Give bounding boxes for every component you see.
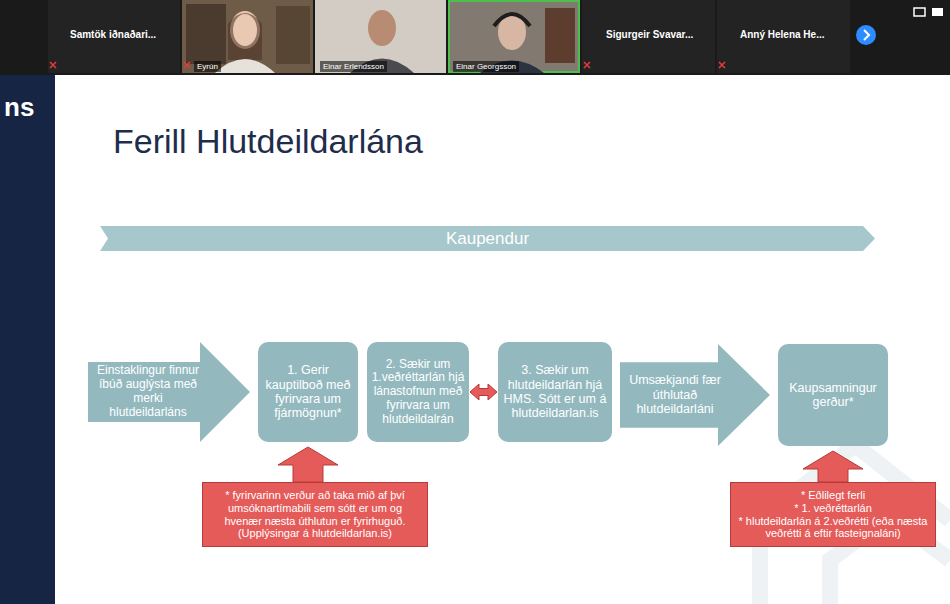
muted-icon — [584, 62, 590, 68]
slide-ground — [55, 75, 950, 604]
slide-title: Ferill Hlutdeildarlána — [113, 122, 423, 161]
text-area: * Eðlilegt ferli* 1. veðréttarlán* hlutd… — [736, 483, 930, 546]
connector-arrow — [278, 447, 338, 482]
text-area: * fyrirvarinn verður að taka mið af því … — [208, 483, 422, 546]
participant-name: Anný Helena He... — [740, 29, 824, 40]
text-area: Einstaklingur finnur íbúð auglýsta með m… — [94, 342, 202, 442]
arrow-outline — [620, 344, 770, 446]
participant-name: Einar Georgsson — [453, 61, 519, 72]
start-arrow: Einstaklingur finnur íbúð auglýsta með m… — [88, 342, 250, 442]
process-box: 3. Sækir um hlutdeildarlán hjá HMS. Sótt… — [498, 342, 612, 442]
note-box: * Eðlilegt ferli* 1. veðréttarlán* hlutd… — [730, 482, 936, 547]
node-text: Einstaklingur finnur íbúð auglýsta með m… — [94, 364, 202, 419]
muted-icon — [719, 62, 725, 68]
text-area: Umsækjandi fær úthlutað hlutdeildarláni — [624, 344, 726, 446]
logo-fragment: ns — [4, 92, 34, 123]
step-arrow: Umsækjandi fær úthlutað hlutdeildarláni — [620, 344, 770, 446]
node-text: 1. Gerir kauptilboð með fyrirvara um fjá… — [263, 363, 353, 421]
video-tile — [48, 0, 180, 73]
node-text: * Eðlilegt ferli — [736, 489, 930, 502]
person-body — [215, 59, 275, 73]
video-tile — [448, 0, 580, 73]
node-text: Umsækjandi fær úthlutað hlutdeildarláni — [624, 373, 726, 416]
video-tile — [582, 0, 715, 73]
participant-name: Eyrún — [194, 61, 221, 72]
process-box: Kaupsamningur gerður* — [778, 344, 888, 446]
bookshelf — [276, 6, 310, 64]
node-text: Kaupsamningur gerður* — [784, 381, 882, 410]
node-text: * 1. veðréttarlán — [736, 502, 930, 515]
window-icon — [932, 8, 943, 16]
node-text: * hlutdeildarlán á 2.veðrétti (eða næsta… — [736, 515, 930, 540]
video-tile — [182, 0, 313, 73]
node-text: Kaupendur — [120, 229, 855, 249]
node-text: 2. Sækir um 1.veðréttarlán hjá lánastofn… — [371, 358, 465, 427]
person-face — [368, 10, 396, 46]
connector-arrow — [470, 384, 497, 400]
muted-icon — [184, 62, 190, 68]
person-face — [233, 14, 257, 46]
participant-name: Einar Erlendsson — [320, 61, 387, 72]
active-speaker-frame — [449, 1, 579, 72]
text-area: 2. Sækir um 1.veðréttarlán hjá lánastofn… — [371, 342, 465, 442]
window-icon — [914, 8, 925, 16]
participant-name: Samtök iðnaðari... — [70, 29, 156, 40]
actor-band: Kaupendur — [100, 226, 875, 251]
participant-name: Sigurgeir Svavar... — [606, 29, 693, 40]
next-button — [856, 25, 876, 45]
furniture — [545, 8, 575, 63]
text-area: 1. Gerir kauptilboð með fyrirvara um fjá… — [263, 342, 353, 442]
person-hair — [228, 13, 262, 60]
arrow-shape — [88, 342, 250, 442]
connector-arrow — [803, 451, 863, 482]
text-area: 3. Sækir um hlutdeildarlán hjá HMS. Sótt… — [503, 342, 607, 442]
slide-side-strip — [0, 75, 55, 604]
process-box: 2. Sækir um 1.veðréttarlán hjá lánastofn… — [367, 342, 469, 442]
arrow-outline — [88, 342, 250, 442]
text-area: Kaupsamningur gerður* — [784, 344, 882, 446]
video-tile — [315, 0, 446, 73]
process-box: 1. Gerir kauptilboð með fyrirvara um fjá… — [258, 342, 358, 442]
node-text: 3. Sækir um hlutdeildarlán hjá HMS. Sótt… — [503, 363, 607, 421]
muted-icon — [50, 62, 56, 68]
next-chevron — [864, 30, 869, 40]
text-area: Kaupendur — [120, 226, 855, 251]
band-outline — [100, 226, 875, 251]
headset — [494, 14, 530, 26]
node-text: * fyrirvarinn verður að taka mið af því … — [208, 489, 422, 540]
video-bar — [0, 0, 950, 75]
bookshelf — [186, 4, 226, 64]
video-tile — [717, 0, 850, 73]
note-box: * fyrirvarinn verður að taka mið af því … — [202, 482, 428, 547]
